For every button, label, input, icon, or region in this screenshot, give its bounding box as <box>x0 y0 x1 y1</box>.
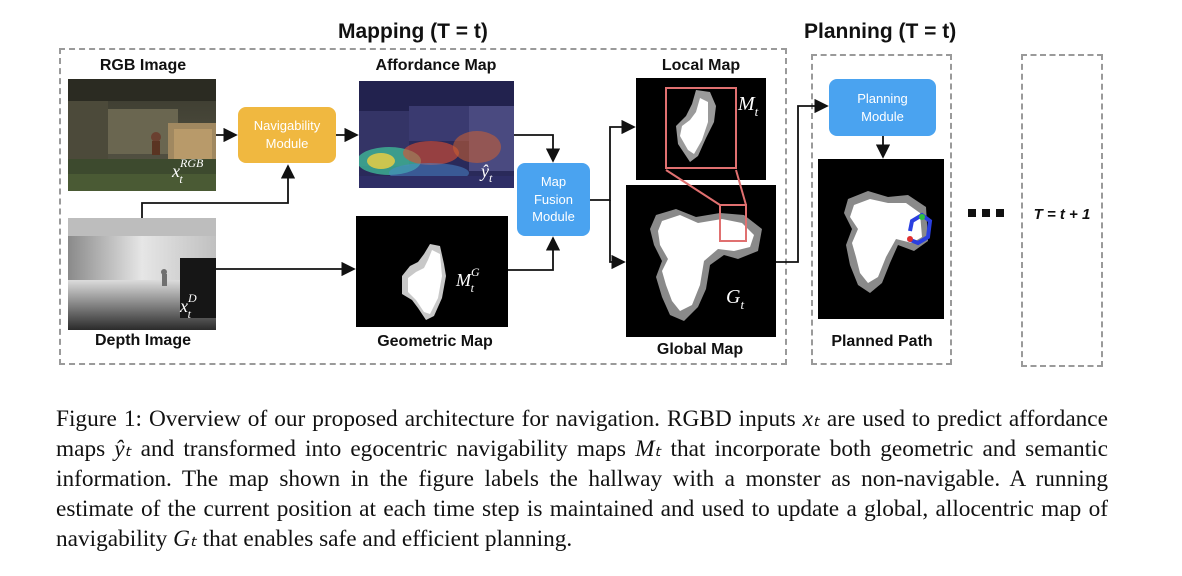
mapping-header: Mapping (T = t) <box>338 20 488 43</box>
caption-math-x: xₜ <box>802 406 820 432</box>
rgb-image-label: RGB Image <box>99 57 187 74</box>
figure-caption: Figure 1: Overview of our proposed archi… <box>56 406 1108 552</box>
planning-header: Planning (T = t) <box>804 20 957 43</box>
affordance-map-label: Affordance Map <box>375 57 497 74</box>
planning-panel <box>811 54 952 365</box>
caption-math-y: ŷₜ <box>114 436 132 462</box>
local-map-label: Local Map <box>661 57 741 74</box>
local-map: Mt <box>636 78 766 180</box>
caption-math-g: Gₜ <box>173 526 197 552</box>
m-local-symbol: Mt <box>737 93 759 119</box>
next-step-panel <box>1021 54 1103 367</box>
planned-path-map <box>818 159 944 319</box>
global-map-label: Global Map <box>656 341 744 358</box>
next-step-label: T = t + 1 <box>1033 206 1091 223</box>
depth-image-label: Depth Image <box>94 332 191 349</box>
g-global-symbol: Gt <box>726 286 744 312</box>
geometric-map-label: Geometric Map <box>377 333 493 350</box>
y-hat-symbol: ŷt <box>479 161 493 185</box>
global-map: Gt <box>626 185 776 337</box>
affordance-map: ŷt <box>359 81 514 188</box>
caption-math-m: Mₜ <box>635 436 662 462</box>
mapping-panel <box>59 48 787 365</box>
planned-path-label: Planned Path <box>831 333 933 350</box>
